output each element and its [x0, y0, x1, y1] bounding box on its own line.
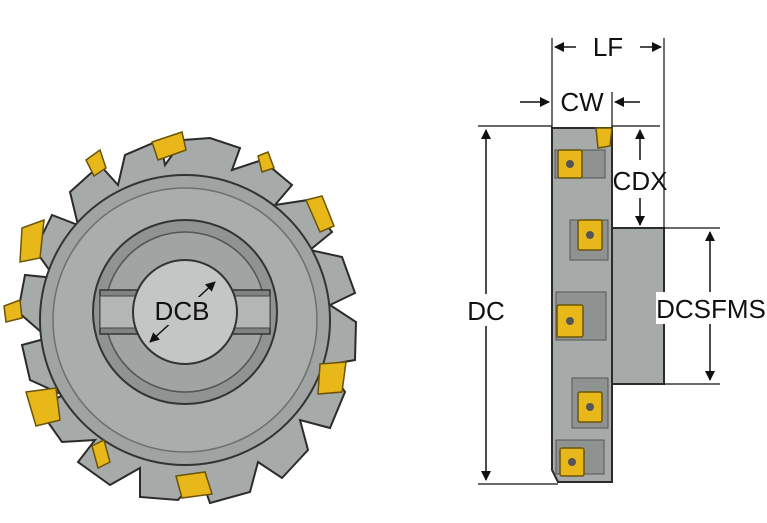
side-view: DC LF CW CDX DCSFMS — [466, 32, 766, 485]
insert-bottom-left — [91, 438, 111, 470]
dcsfms-label-bg — [656, 292, 766, 324]
side-insert-top-edge — [595, 127, 613, 149]
insert-top — [151, 131, 187, 161]
insert-right-lower — [317, 361, 347, 395]
insert-left — [3, 298, 23, 323]
dcsfms-label: DCSFMS — [656, 294, 766, 324]
insert-right-upper — [304, 195, 335, 233]
dcb-label: DCB — [155, 296, 210, 326]
cw-label: CW — [560, 87, 604, 117]
insert-left-upper — [19, 218, 45, 263]
insert-top-right — [257, 151, 275, 173]
insert-bottom — [175, 471, 213, 499]
cdx-label: CDX — [613, 166, 668, 196]
front-view: DCB — [3, 131, 358, 505]
dcb-label-bg — [152, 297, 212, 325]
insert-top-left — [85, 148, 107, 178]
lf-label: LF — [593, 32, 623, 62]
insert-left-lower — [25, 387, 61, 427]
dc-label: DC — [467, 296, 505, 326]
dc-label-bg — [466, 294, 506, 326]
side-insert-screws — [566, 160, 594, 466]
front-inserts — [3, 131, 347, 499]
